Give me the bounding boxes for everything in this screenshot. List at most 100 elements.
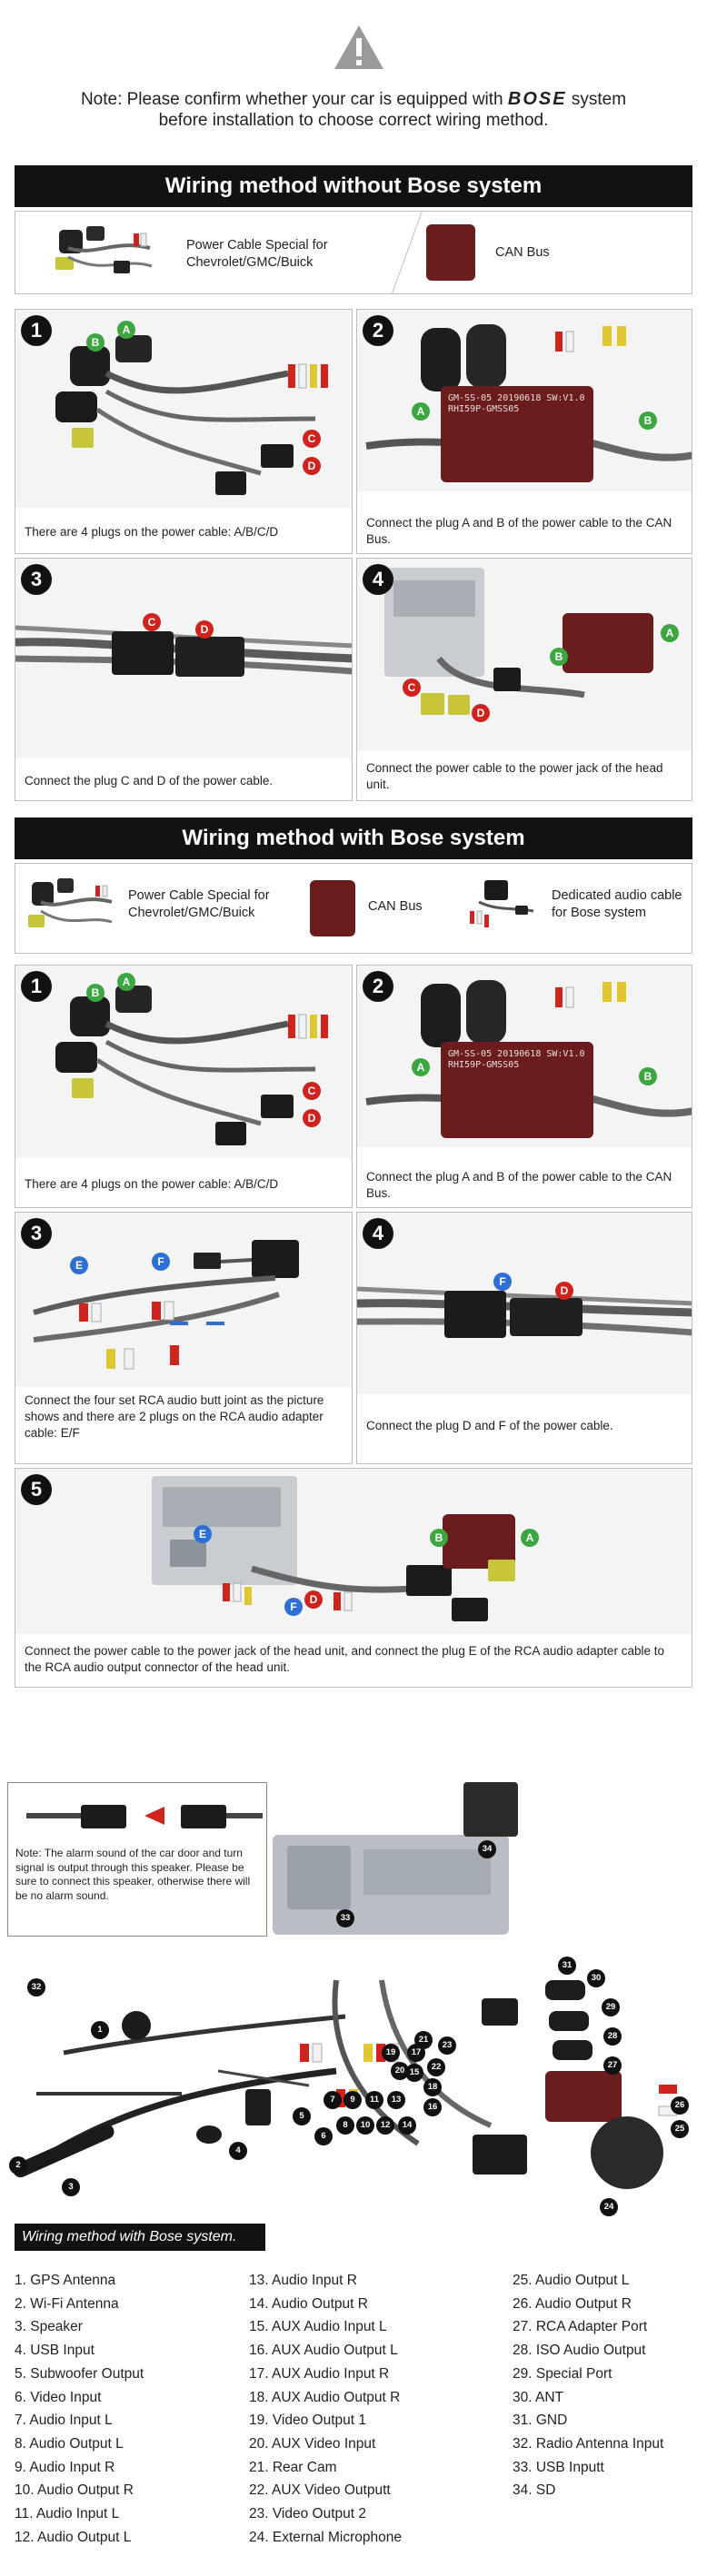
bose-step-1-image	[15, 966, 352, 1158]
plug-e-tag: E	[70, 1256, 88, 1274]
section-title-with-bose: Wiring method with Bose system	[15, 817, 692, 859]
bose-step-panel-4: F D 4 Connect the plug D and F of the po…	[356, 1212, 692, 1464]
plug-c-tag: C	[303, 1082, 321, 1100]
bose-step-panel-5: E F D A B 5 Connect the power cable to t…	[15, 1468, 692, 1688]
plug-a-tag: A	[412, 402, 430, 421]
port-label-26: 26	[671, 2096, 689, 2115]
port-label-8: 8	[336, 2116, 354, 2135]
port-label-1: 1	[91, 2021, 109, 2039]
legend-canbus-label: CAN Bus	[368, 899, 423, 914]
canbus-module	[563, 613, 653, 673]
canbus-module: GM-SS-05 20190618 SW:V1.0 RHI59P-GMSS05	[441, 386, 593, 482]
power-cable-thumbnail	[50, 221, 159, 284]
port-label-21: 21	[414, 2031, 433, 2049]
canbus-module-label: GM-SS-05 20190618 SW:V1.0 RHI59P-GMSS05	[448, 1049, 585, 1070]
plug-a-tag: A	[412, 1058, 430, 1076]
port-label-5: 5	[293, 2107, 311, 2125]
bose-note-line1: Note: Please confirm whether your car is…	[0, 89, 707, 110]
canbus-module-label: GM-SS-05 20190618 SW:V1.0 RHI59P-GMSS05	[448, 393, 585, 414]
port-list-item: 14. Audio Output R	[249, 2295, 368, 2312]
port-list-item: 6. Video Input	[15, 2389, 102, 2405]
port-list-item: 18. AUX Audio Output R	[249, 2389, 401, 2405]
port-list-item: 1. GPS Antenna	[15, 2273, 116, 2288]
cable-harness-illustration	[13, 1979, 678, 2189]
port-label-4: 4	[229, 2142, 247, 2160]
port-label-13: 13	[387, 2091, 405, 2109]
legend-bose-audio-cable: Dedicated audio cable for Bose system	[552, 887, 688, 922]
plug-f-tag: F	[284, 1598, 303, 1616]
section-title-without-bose: Wiring method without Bose system	[15, 165, 692, 207]
sd-slot-closeup	[463, 1782, 518, 1837]
port-list-item: 2. Wi-Fi Antenna	[15, 2295, 119, 2312]
step-number: 5	[21, 1474, 52, 1505]
step-1-image	[15, 310, 352, 508]
plug-c-tag: C	[303, 430, 321, 448]
port-list-item: 30. ANT	[513, 2389, 563, 2405]
legend-power-cable: Power Cable Special for Chevrolet/GMC/Bu…	[186, 237, 350, 272]
port-list-item: 3. Speaker	[15, 2319, 83, 2335]
step-1-caption: There are 4 plugs on the power cable: A/…	[25, 525, 279, 539]
bose-step-2-image	[357, 966, 692, 1147]
port-label-29: 29	[602, 1998, 620, 2016]
port-list-column-1: 1. GPS Antenna 2. Wi-Fi Antenna 3. Speaker…	[15, 2269, 144, 2549]
port-list-item: 13. Audio Input R	[249, 2273, 357, 2288]
plug-a-tag: A	[117, 973, 135, 991]
heatsink	[363, 1849, 491, 1895]
canbus-thumbnail	[310, 880, 355, 936]
port-list-item: 27. RCA Adapter Port	[513, 2319, 648, 2335]
step-number: 3	[21, 564, 52, 595]
step-4-caption: Connect the power cable to the power jac…	[366, 761, 663, 791]
port-label-33: 33	[336, 1909, 354, 1927]
plug-f-tag: F	[493, 1273, 512, 1291]
bose-audio-cable-thumbnail	[461, 875, 537, 942]
port-list-item: 8. Audio Output L	[15, 2435, 124, 2452]
legend-canbus-label: CAN Bus	[495, 245, 550, 260]
alarm-speaker-note-card: Note: The alarm sound of the car door an…	[7, 1782, 267, 1937]
port-list-item: 16. AUX Audio Output L	[249, 2343, 398, 2359]
port-list-item: 5. Subwoofer Output	[15, 2365, 144, 2382]
port-label-19: 19	[382, 2044, 400, 2062]
step-number: 2	[363, 315, 393, 346]
plug-d-tag: D	[303, 1109, 321, 1127]
bose-step-3-caption: Connect the four set RCA audio butt join…	[25, 1393, 324, 1440]
step-number: 4	[363, 1218, 393, 1249]
port-label-9: 9	[344, 2091, 362, 2109]
port-list-item: 19. Video Output 1	[249, 2413, 366, 2429]
port-list-item: 33. USB Inputt	[513, 2459, 604, 2475]
port-list-item: 25. Audio Output L	[513, 2273, 630, 2288]
port-list-item: 23. Video Output 2	[249, 2506, 366, 2522]
components-legend-with-bose: Power Cable Special for Chevrolet/GMC/Bu…	[15, 863, 692, 954]
step-number: 4	[363, 564, 393, 595]
bose-step-panel-2: GM-SS-05 20190618 SW:V1.0 RHI59P-GMSS05 …	[356, 965, 692, 1208]
step-number: 2	[363, 971, 393, 1002]
port-list-item: 11. Audio Input L	[15, 2506, 120, 2522]
plug-d-tag: D	[555, 1282, 573, 1300]
plug-a-tag: A	[117, 321, 135, 339]
port-label-10: 10	[356, 2116, 374, 2135]
bose-step-2-caption: Connect the plug A and B of the power ca…	[366, 1170, 672, 1200]
plug-f-tag: F	[152, 1253, 170, 1271]
port-list-item: 31. GND	[513, 2413, 568, 2429]
bose-note-line2: before installation to choose correct wi…	[158, 111, 549, 130]
port-list-item: 20. AUX Video Input	[249, 2435, 376, 2452]
port-label-11: 11	[365, 2091, 383, 2109]
port-label-15: 15	[405, 2064, 423, 2082]
step-number: 1	[21, 971, 52, 1002]
port-label-28: 28	[603, 2027, 622, 2046]
power-cable-thumbnail	[25, 875, 115, 942]
alarm-plug-illustration	[26, 1805, 263, 1828]
bose-step-4-caption: Connect the plug D and F of the power ca…	[366, 1419, 613, 1432]
port-label-23: 23	[438, 2036, 456, 2055]
port-label-27: 27	[603, 2056, 622, 2075]
components-legend-without-bose: Power Cable Special for Chevrolet/GMC/Bu…	[15, 211, 692, 294]
plug-a-tag: A	[521, 1529, 539, 1547]
plug-d-tag: D	[303, 457, 321, 475]
port-label-2: 2	[9, 2156, 27, 2175]
plug-a-tag: A	[661, 624, 679, 642]
legend-power-cable: Power Cable Special for Chevrolet/GMC/Bu…	[128, 887, 283, 922]
step-3-caption: Connect the plug C and D of the power ca…	[25, 774, 274, 788]
bose-step-3-image	[15, 1213, 352, 1387]
legend-canbus: CAN Bus	[368, 898, 423, 916]
